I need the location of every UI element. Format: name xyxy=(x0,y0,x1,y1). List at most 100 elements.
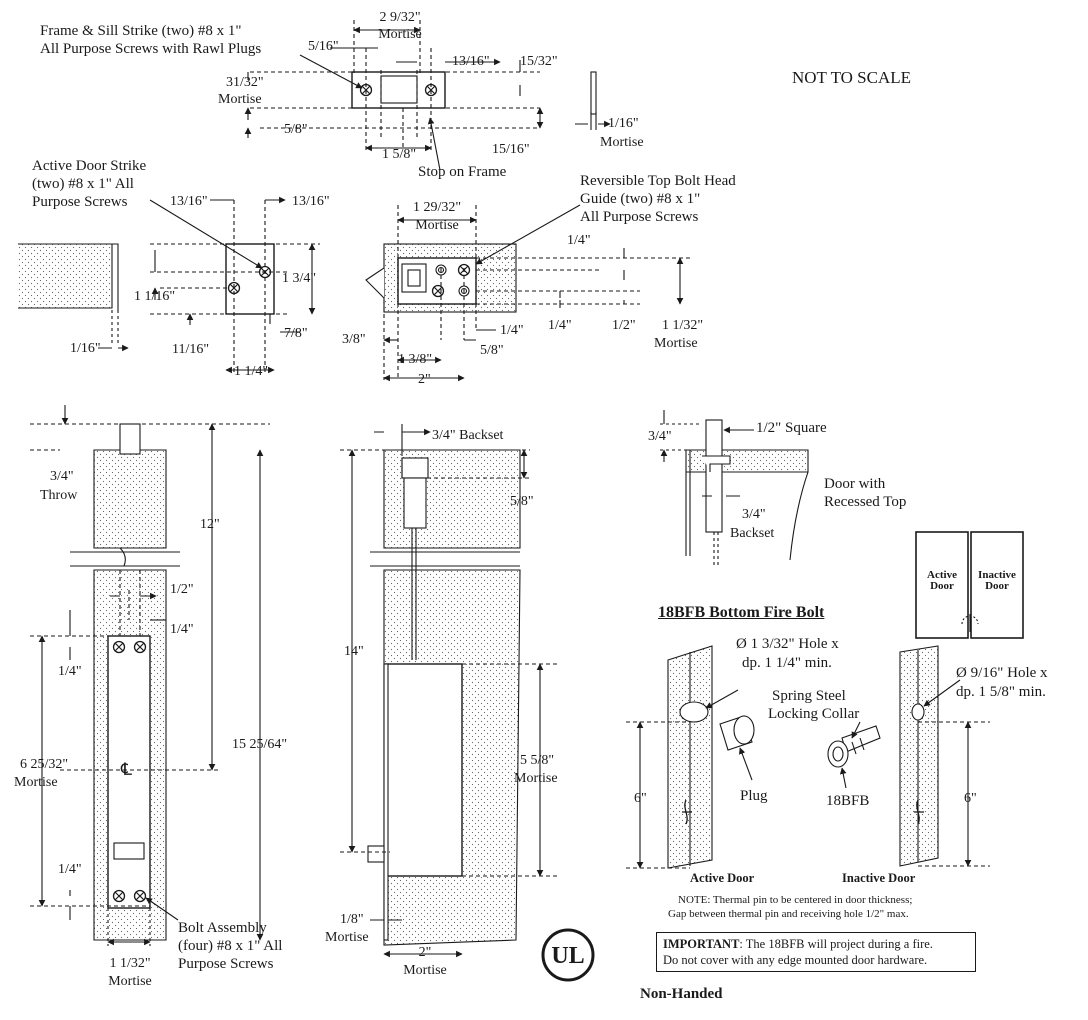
bolt-overall-length: 15 25/64" xyxy=(232,737,288,752)
bolt-centerline-symbol: ℄ xyxy=(121,760,132,779)
note-line2: Gap between thermal pin and receiving ho… xyxy=(668,908,909,920)
frame-strike-mortise-width: 2 9/32" xyxy=(379,10,421,25)
door-edge-dim: 1/16" xyxy=(70,341,101,356)
bolt-assembly-callout-line3: Purpose Screws xyxy=(178,956,274,972)
fire-bolt-active-door-label: Active Door xyxy=(690,871,755,885)
fire-bolt-active-door xyxy=(626,645,755,869)
frame-strike-callout-line1: Frame & Sill Strike (two) #8 x 1" xyxy=(40,23,242,39)
active-strike-low-dim: 11/16" xyxy=(172,342,210,357)
bolt-width-word: Mortise xyxy=(108,974,152,989)
active-strike-left-dim: 13/16" xyxy=(170,194,208,209)
frame-strike-callout-line2: All Purpose Screws with Rawl Plugs xyxy=(40,41,262,57)
active-door-strike-plate xyxy=(150,200,320,374)
top-guide-mortise-width: 1 29/32" xyxy=(412,200,462,215)
side-backset-dim: 3/4" Backset xyxy=(432,428,504,443)
collar-line1: Spring Steel xyxy=(772,688,846,704)
top-guide-callout-line2: Guide (two) #8 x 1" xyxy=(580,191,701,207)
top-guide-height: 1 1/32" xyxy=(662,318,704,333)
side-eighth-word: Mortise xyxy=(325,930,369,945)
active-strike-low-right-dim: 7/8" xyxy=(284,326,308,341)
fire-bolt-right-dim: 6" xyxy=(964,791,977,806)
recess-three-quarter: 3/4" xyxy=(648,429,672,444)
recess-backset-word: Backset xyxy=(730,526,775,541)
bolt-12-dim: 12" xyxy=(200,517,220,532)
frame-strike-plate xyxy=(248,20,610,171)
important-label: IMPORTANT xyxy=(663,937,740,951)
active-strike-right-dim: 13/16" xyxy=(292,194,330,209)
active-strike-height-dim: 1 3/4" xyxy=(282,271,317,286)
inactive-hole-line2: dp. 1 5/8" min. xyxy=(956,684,1046,700)
bolt-quarter-b: 1/4" xyxy=(58,664,82,679)
top-guide-mortise-word: Mortise xyxy=(415,218,459,233)
frame-strike-span: 1 5/8" xyxy=(382,147,417,162)
active-strike-offset-dim: 1 1/16" xyxy=(134,289,176,304)
recess-backset-dim: 3/4" xyxy=(742,507,766,522)
centerline-marks xyxy=(682,799,924,825)
bolt-assembly-callout-line2: (four) #8 x 1" All xyxy=(178,938,283,954)
stop-on-frame-label: Stop on Frame xyxy=(418,164,507,180)
active-strike-callout-line2: (two) #8 x 1" All xyxy=(32,176,134,192)
ul-listing-mark: UL xyxy=(541,928,595,982)
fire-bolt-name: 18BFB xyxy=(826,793,870,809)
fire-bolt-inactive-door xyxy=(827,645,990,867)
non-handed-label: Non-Handed xyxy=(640,986,723,1002)
collar-line2: Locking Collar xyxy=(768,706,860,722)
important-text-line2: Do not cover with any edge mounted door … xyxy=(663,953,928,967)
bolt-throw-dim: 3/4" xyxy=(50,469,74,484)
pair-active-line2: Door xyxy=(930,580,954,592)
side-eighth-dim: 1/8" xyxy=(340,912,364,927)
not-to-scale-note: NOT TO SCALE xyxy=(792,68,912,87)
bolt-throw-word: Throw xyxy=(40,488,78,503)
top-guide-five-eighths: 5/8" xyxy=(480,343,504,358)
svg-text:UL: UL xyxy=(551,943,584,969)
side-mortise-word: Mortise xyxy=(600,135,644,150)
active-door-edge-left xyxy=(18,243,128,348)
bolt-width-dim: 1 1/32" xyxy=(109,956,151,971)
top-guide-total: 2" xyxy=(418,372,431,387)
pair-active-line1: Active xyxy=(927,569,957,581)
top-guide-callout-line1: Reversible Top Bolt Head xyxy=(580,173,736,189)
side-five-eighths: 5/8" xyxy=(510,494,534,509)
top-guide-quarter-top: 1/4" xyxy=(567,233,591,248)
plug-label: Plug xyxy=(740,788,768,804)
side-mortise-length-word: Mortise xyxy=(514,771,558,786)
active-hole-line1: Ø 1 3/32" Hole x xyxy=(736,636,839,652)
door-pair-diagram xyxy=(915,531,1024,639)
top-guide-left: 3/8" xyxy=(342,332,366,347)
side-14-dim: 14" xyxy=(344,644,364,659)
bolt-front-door xyxy=(30,405,270,946)
fire-bolt-left-dim: 6" xyxy=(634,791,647,806)
top-guide-half: 1/2" xyxy=(612,318,636,333)
top-guide-quarter-low: 1/4" xyxy=(500,323,524,338)
recess-caption-line1: Door with xyxy=(824,476,886,492)
bolt-half-dim: 1/2" xyxy=(170,582,194,597)
side-mortise-dim: 1/16" xyxy=(608,116,639,131)
frame-strike-bottom: 5/8" xyxy=(284,122,308,137)
important-notice: IMPORTANT: The 18BFB will project during… xyxy=(656,932,976,972)
top-guide-callout-line3: All Purpose Screws xyxy=(580,209,699,225)
important-text: : The 18BFB will project during a fire. xyxy=(739,937,933,951)
side-mortise-length: 5 5/8" xyxy=(520,753,555,768)
bolt-assembly-callout-line1: Bolt Assembly xyxy=(178,920,267,936)
bolt-side-door xyxy=(340,424,560,958)
top-guide-quarter-mid: 1/4" xyxy=(548,318,572,333)
frame-strike-height-word: Mortise xyxy=(218,92,262,107)
fire-bolt-title: 18BFB Bottom Fire Bolt xyxy=(658,604,825,621)
frame-strike-right-offset: 13/16" xyxy=(452,54,490,69)
bolt-quarter-c: 1/4" xyxy=(58,862,82,877)
active-strike-callout-line3: Purpose Screws xyxy=(32,194,128,210)
side-depth-word: Mortise xyxy=(403,963,447,978)
bolt-quarter-a: 1/4" xyxy=(170,622,194,637)
active-strike-callout-line1: Active Door Strike xyxy=(32,158,147,174)
frame-strike-mortise-word: Mortise xyxy=(378,27,422,42)
pair-inactive-line2: Door xyxy=(985,580,1009,592)
frame-strike-left-offset: 5/16" xyxy=(308,39,339,54)
top-bolt-guide-door xyxy=(365,204,690,382)
inactive-hole-line1: Ø 9/16" Hole x xyxy=(956,665,1048,681)
active-hole-line2: dp. 1 1/4" min. xyxy=(742,655,832,671)
fire-bolt-inactive-door-label: Inactive Door xyxy=(842,871,916,885)
recess-caption-line2: Recessed Top xyxy=(824,494,907,510)
note-line1: NOTE: Thermal pin to be centered in door… xyxy=(678,894,913,906)
top-guide-inner: 1 3/8" xyxy=(398,352,433,367)
